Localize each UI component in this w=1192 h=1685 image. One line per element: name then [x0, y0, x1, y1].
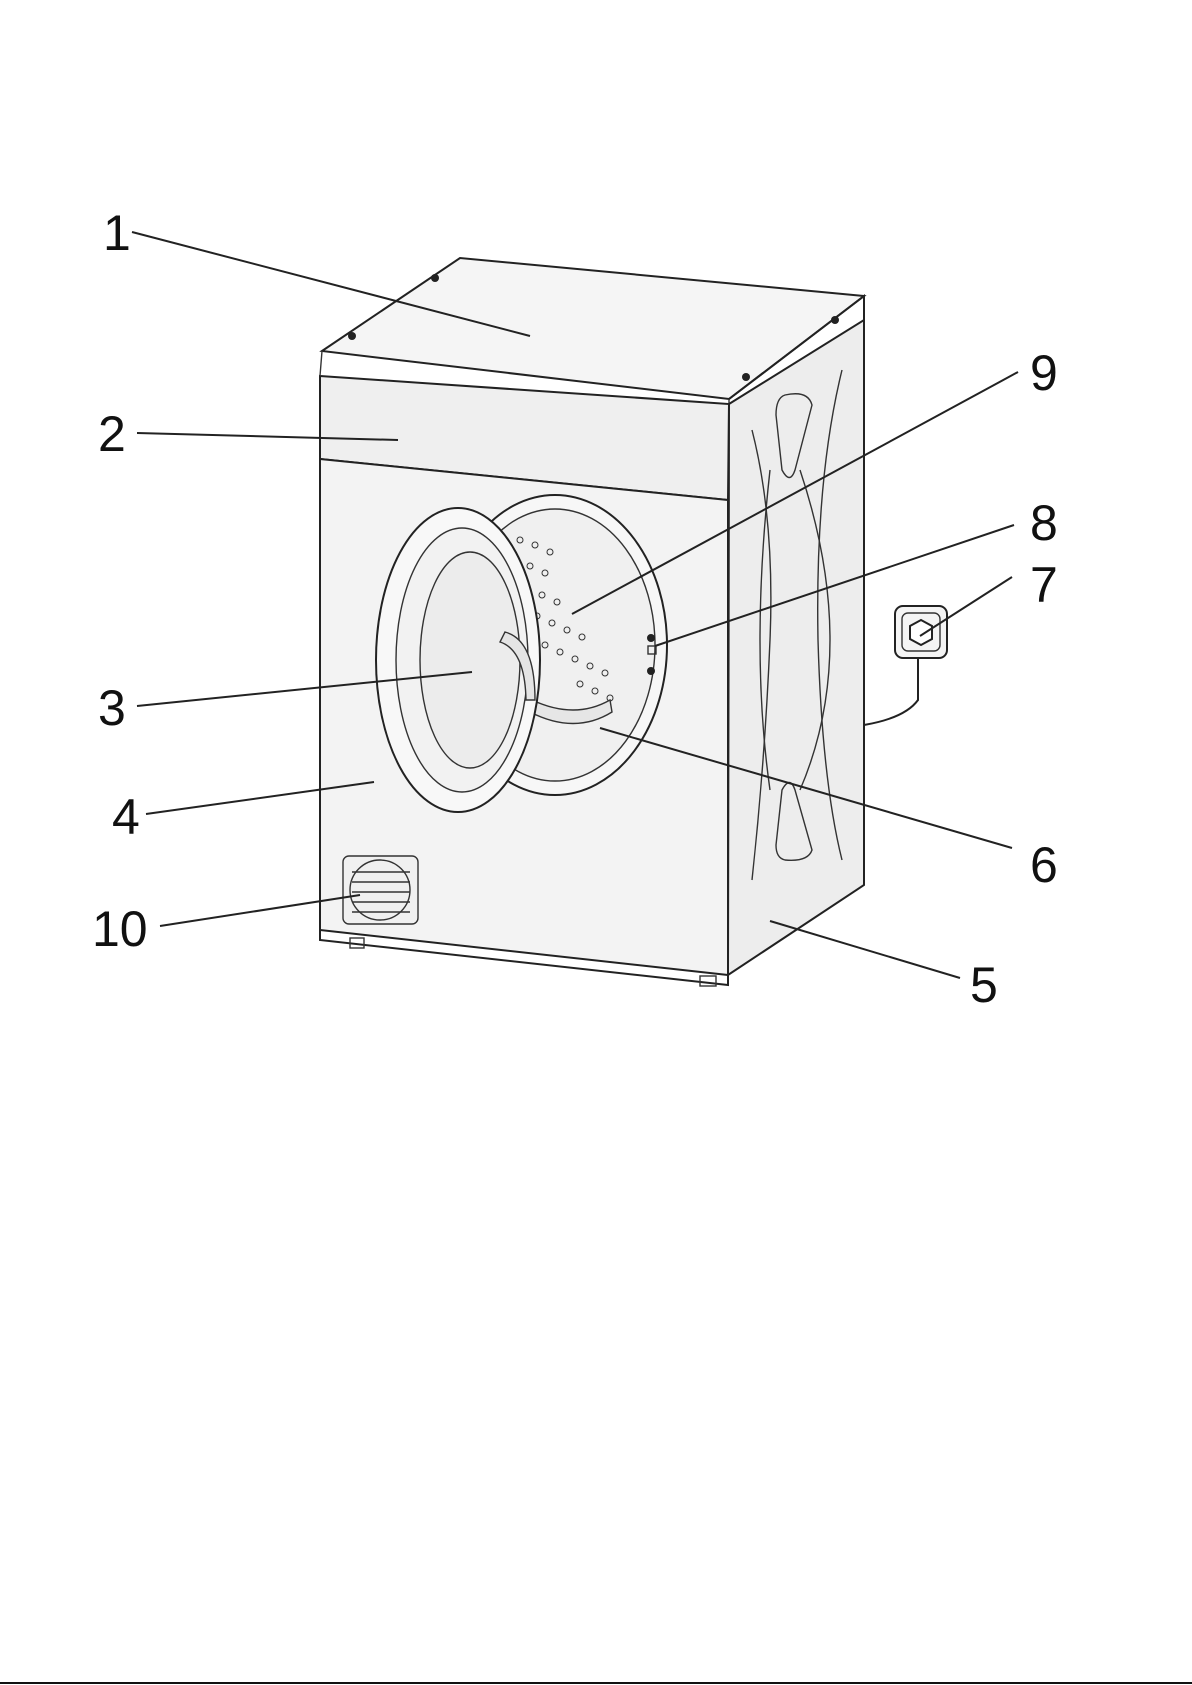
callout-5: 5	[970, 957, 998, 1013]
callout-3: 3	[98, 680, 126, 736]
leader-5	[770, 921, 960, 978]
power-plug	[864, 606, 947, 725]
callout-9: 9	[1030, 345, 1058, 401]
vent-grille	[343, 856, 418, 924]
foot-right	[700, 976, 716, 986]
callout-1: 1	[103, 205, 131, 261]
callout-2: 2	[98, 406, 126, 462]
door	[376, 508, 540, 812]
callout-4: 4	[112, 789, 140, 845]
side-panel	[728, 320, 864, 975]
callout-10: 10	[92, 901, 148, 957]
callout-7: 7	[1030, 557, 1058, 613]
callout-6: 6	[1030, 837, 1058, 893]
callout-8: 8	[1030, 495, 1058, 551]
